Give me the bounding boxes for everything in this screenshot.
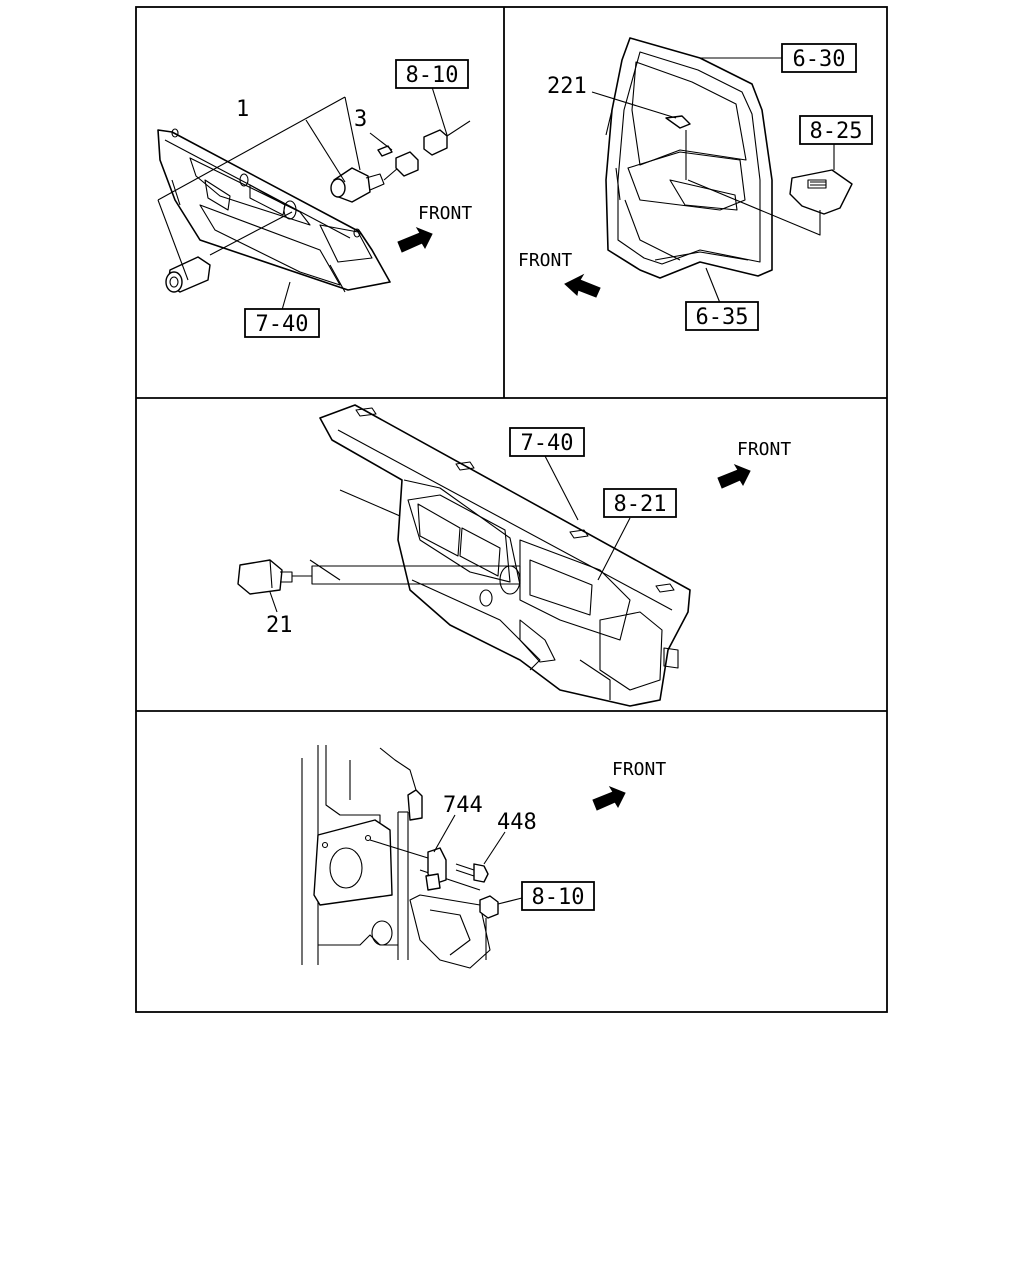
front-label: FRONT bbox=[737, 439, 791, 460]
callout-ref-8-21: 8-21 bbox=[614, 492, 667, 517]
callout-ref-6-35: 6-35 bbox=[696, 305, 749, 330]
switch-insertion-guide bbox=[292, 565, 521, 585]
panel-top-right: 221 6-30 8-25 6-35 FRONT bbox=[518, 37, 873, 331]
mirror-switch-221 bbox=[665, 115, 691, 129]
door-frame bbox=[605, 37, 773, 279]
callout-ref-8-25: 8-25 bbox=[810, 119, 863, 144]
leader-lines-middle bbox=[269, 455, 631, 613]
callout-part-3: 3 bbox=[354, 107, 367, 132]
callout-ref-6-30: 6-30 bbox=[793, 47, 846, 72]
front-label: FRONT bbox=[518, 250, 572, 271]
panel-frames bbox=[135, 6, 888, 1013]
callout-part-744: 744 bbox=[443, 793, 483, 818]
front-arrow-icon bbox=[564, 273, 601, 298]
callout-part-221: 221 bbox=[547, 74, 587, 99]
callout-ref-8-10: 8-10 bbox=[532, 885, 585, 910]
harness-connector-8-10 bbox=[423, 120, 471, 156]
bolt-448 bbox=[455, 863, 489, 883]
door-trim-panel bbox=[157, 128, 391, 293]
panel-middle: 7-40 8-21 21 FRONT bbox=[237, 404, 791, 707]
body-structure bbox=[301, 745, 491, 969]
callout-part-21: 21 bbox=[266, 613, 293, 638]
panel-bottom: 744 448 8-10 FRONT bbox=[301, 745, 666, 969]
sensor-744 bbox=[369, 839, 447, 891]
callout-part-448: 448 bbox=[497, 810, 537, 835]
switch-body bbox=[330, 167, 399, 203]
switch-knob bbox=[165, 256, 211, 293]
harness-connector-8-10 bbox=[479, 895, 499, 960]
callout-part-1: 1 bbox=[236, 97, 249, 122]
leader-lines-top-right bbox=[591, 57, 835, 304]
leader-lines-bottom bbox=[433, 814, 523, 905]
switch-connector bbox=[377, 145, 419, 177]
power-window-switch-8-25 bbox=[789, 169, 853, 215]
mounting-bracket bbox=[313, 819, 393, 906]
front-label: FRONT bbox=[612, 759, 666, 780]
front-arrow-icon bbox=[717, 463, 751, 489]
front-label: FRONT bbox=[418, 203, 472, 224]
callout-ref-8-10: 8-10 bbox=[406, 63, 459, 88]
callout-ref-7-40: 7-40 bbox=[256, 312, 309, 337]
front-arrow-icon bbox=[592, 785, 626, 811]
callout-ref-7-40: 7-40 bbox=[521, 431, 574, 456]
switch-21 bbox=[237, 559, 293, 595]
front-arrow-icon bbox=[397, 226, 433, 253]
panel-top-left: 1 3 8-10 7-40 FRONT bbox=[157, 59, 472, 338]
panel-clips bbox=[355, 407, 675, 593]
instrument-panel bbox=[309, 404, 691, 707]
leader-lines-top-left bbox=[157, 86, 448, 311]
